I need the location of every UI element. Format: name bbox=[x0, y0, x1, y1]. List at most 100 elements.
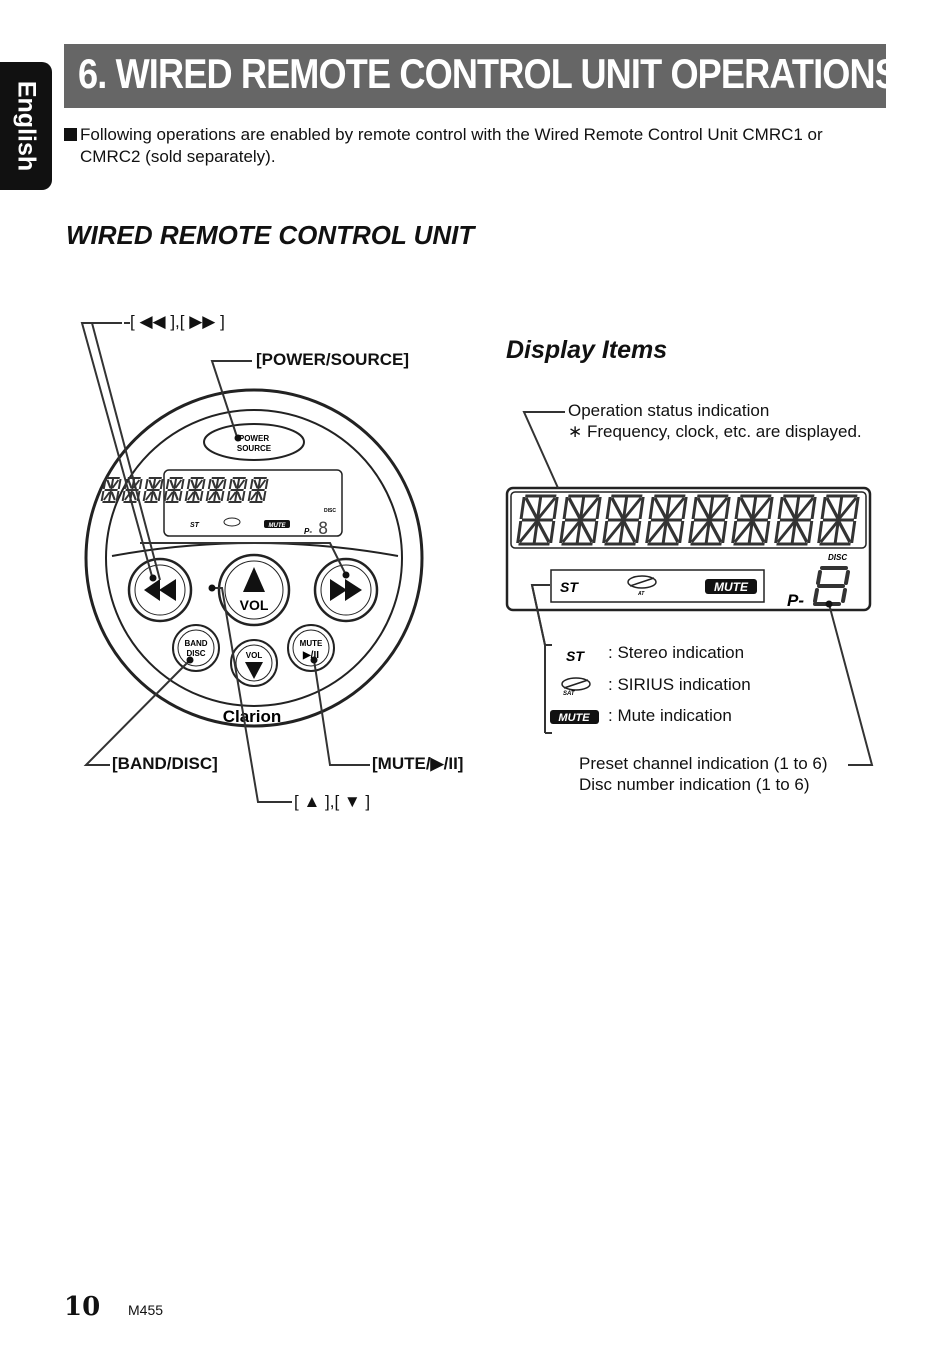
lcd-char bbox=[184, 477, 206, 503]
lcd-segment bbox=[199, 491, 204, 501]
lcd-segment bbox=[215, 479, 220, 489]
lcd-segment bbox=[187, 491, 195, 501]
lcd-segment bbox=[562, 497, 569, 519]
lcd-segment bbox=[144, 479, 149, 489]
power-source-callout: [POWER/SOURCE] bbox=[256, 350, 409, 369]
power-source-button[interactable]: POWER SOURCE bbox=[203, 423, 305, 461]
operation-status-note: ∗ Frequency, clock, etc. are displayed. bbox=[568, 422, 862, 441]
lcd-segment bbox=[250, 491, 258, 501]
lcd-segment bbox=[618, 521, 625, 543]
lcd-segment bbox=[559, 521, 566, 543]
lcd-char bbox=[163, 477, 185, 503]
lcd-segment bbox=[121, 491, 126, 501]
legend-mute-icon: MUTE bbox=[558, 712, 590, 724]
display-char bbox=[602, 494, 645, 546]
lcd-segment bbox=[552, 497, 559, 519]
lcd-segment bbox=[567, 497, 582, 519]
mute-play-button[interactable]: MUTE ▶/II bbox=[287, 624, 335, 672]
lcd-segment bbox=[794, 521, 809, 543]
lcd-p: P- bbox=[304, 527, 312, 536]
lcd-segment bbox=[190, 479, 196, 489]
lcd-segment bbox=[257, 479, 262, 489]
lcd-segment bbox=[602, 521, 609, 543]
lcd-segment bbox=[696, 497, 711, 519]
lcd-segment bbox=[173, 491, 179, 501]
lcd-segment bbox=[820, 497, 827, 519]
lcd-segment bbox=[665, 497, 672, 519]
svg-text:8: 8 bbox=[318, 519, 328, 539]
lcd-segment bbox=[610, 497, 625, 519]
lcd-segment bbox=[537, 497, 557, 519]
lcd-segment bbox=[532, 521, 539, 543]
lcd-segment bbox=[666, 497, 686, 519]
mute-play-callout: [MUTE/▶/II] bbox=[372, 754, 464, 773]
lcd-segment bbox=[561, 521, 581, 543]
display-st-icon: ST bbox=[560, 579, 579, 595]
lcd-segment bbox=[767, 497, 774, 519]
lcd-segment bbox=[622, 497, 629, 519]
display-char bbox=[817, 494, 860, 546]
lcd-segment bbox=[794, 497, 801, 519]
lcd-segment bbox=[103, 491, 111, 501]
lcd-segment bbox=[100, 491, 105, 501]
display-char bbox=[516, 494, 559, 546]
lcd-segment bbox=[117, 479, 122, 489]
lcd-segment bbox=[579, 521, 594, 543]
lcd-segment bbox=[519, 497, 526, 519]
lcd-segment bbox=[579, 497, 586, 519]
vol-up-button[interactable]: VOL bbox=[217, 553, 291, 627]
band-disc-button[interactable]: BAND DISC bbox=[172, 624, 220, 672]
page-title-bar: 6. WIRED REMOTE CONTROL UNIT OPERATIONS bbox=[64, 44, 899, 108]
lcd-segment bbox=[704, 521, 711, 543]
legend-st-icon: ST bbox=[566, 648, 585, 664]
lcd-segment bbox=[678, 521, 685, 543]
display-char bbox=[559, 494, 602, 546]
lcd-segment bbox=[536, 521, 551, 543]
lcd-segment bbox=[208, 491, 216, 501]
lcd-segment bbox=[207, 479, 212, 489]
lcd-segment bbox=[153, 479, 162, 489]
lcd-segment bbox=[166, 491, 174, 501]
svg-text:SAT: SAT bbox=[563, 691, 576, 697]
lcd-segment bbox=[681, 497, 688, 519]
lcd-segment bbox=[734, 497, 741, 519]
svg-text:AT: AT bbox=[637, 591, 645, 597]
lcd-segment bbox=[211, 479, 217, 489]
lcd-segment bbox=[148, 479, 154, 489]
lcd-segment bbox=[115, 491, 120, 501]
display-leader-lines bbox=[522, 411, 874, 766]
model-code: M455 bbox=[128, 1302, 164, 1318]
lcd-segment bbox=[635, 521, 642, 543]
seek-forward-button[interactable] bbox=[313, 557, 379, 623]
display-segment-digits bbox=[516, 494, 860, 546]
lcd-segment bbox=[604, 521, 624, 543]
vol-down-button[interactable]: VOL bbox=[230, 639, 278, 687]
lcd-segment bbox=[241, 491, 246, 501]
display-items-title: Display Items bbox=[506, 336, 668, 364]
display-mute-icon: MUTE bbox=[714, 580, 749, 594]
seek-back-button[interactable] bbox=[127, 557, 193, 623]
lcd-segment bbox=[516, 521, 523, 543]
legend-sirius-icon: SAT bbox=[561, 677, 591, 697]
mute-label: MUTE bbox=[300, 639, 323, 648]
display-char bbox=[731, 494, 774, 546]
lcd-segment bbox=[216, 479, 225, 489]
lcd-segment bbox=[708, 521, 723, 543]
lcd-segment bbox=[258, 479, 267, 489]
lcd-disc: DISC bbox=[324, 508, 336, 514]
lcd-segment bbox=[731, 521, 738, 543]
lcd-segment bbox=[184, 491, 189, 501]
lcd-char bbox=[100, 477, 122, 503]
lcd-segment bbox=[152, 491, 158, 501]
disc-label: DISC bbox=[186, 649, 205, 658]
square-bullet-icon bbox=[64, 128, 77, 141]
lcd-segment bbox=[145, 491, 153, 501]
source-label: SOURCE bbox=[237, 444, 272, 453]
lcd-segment bbox=[257, 491, 263, 501]
lcd-segment bbox=[150, 491, 154, 501]
lcd-segment bbox=[255, 491, 259, 501]
lcd-segment bbox=[623, 497, 643, 519]
lcd-segment bbox=[774, 521, 781, 543]
lcd-segment bbox=[226, 491, 231, 501]
